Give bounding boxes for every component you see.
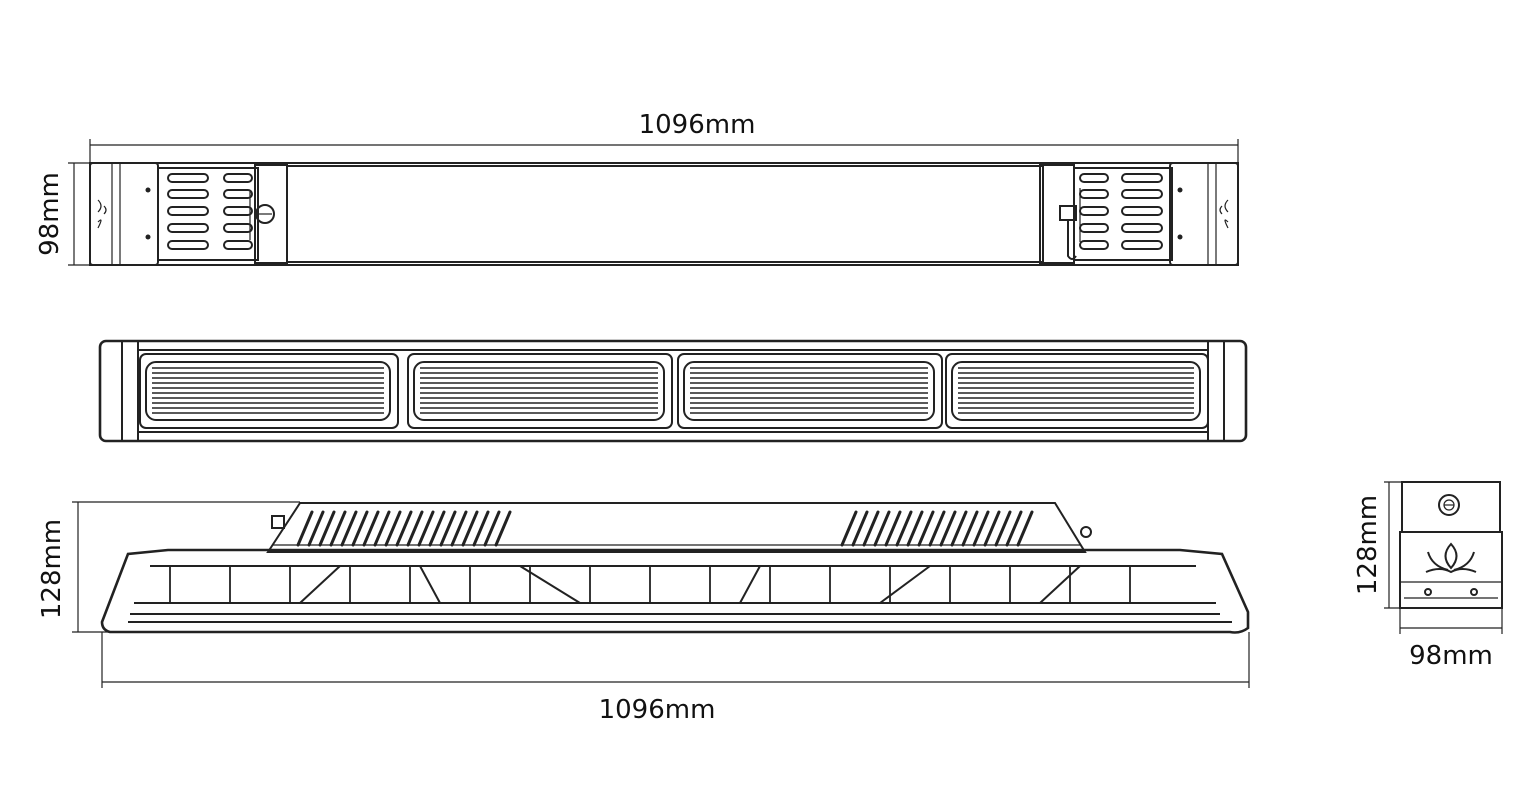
led-module-inner xyxy=(413,361,665,421)
vent-slot xyxy=(1079,206,1109,216)
vent-slot xyxy=(928,510,946,547)
vent-slot xyxy=(223,206,253,216)
vent-slot xyxy=(950,510,968,547)
vent-slot xyxy=(167,240,209,250)
led-module-inner xyxy=(951,361,1201,421)
vent-slot xyxy=(972,510,990,547)
vent-slot xyxy=(939,510,957,547)
left-vent-slots xyxy=(167,173,253,250)
vent-slot xyxy=(851,510,869,547)
vent-slot xyxy=(873,510,891,547)
vent-slot xyxy=(906,510,924,547)
vent-slot xyxy=(223,173,253,183)
side-view: 128mm 1096mm xyxy=(37,501,1250,725)
vent-slot xyxy=(340,510,358,547)
vent-slot xyxy=(167,173,209,183)
fin-diagonal xyxy=(1039,565,1081,604)
vent-slot xyxy=(167,189,209,199)
top-height-label: 98mm xyxy=(35,172,65,256)
end-view: 128mm 98mm xyxy=(1353,481,1503,671)
vent-slot xyxy=(1016,510,1034,547)
side-height-dimension: 128mm xyxy=(37,501,300,633)
vent-slot xyxy=(884,510,902,547)
end-height-label: 128mm xyxy=(1353,495,1383,595)
right-vent-slots xyxy=(1079,173,1163,250)
vent-slot xyxy=(483,510,501,547)
vent-slot xyxy=(895,510,913,547)
vent-slot xyxy=(362,510,380,547)
vent-slot xyxy=(329,510,347,547)
vent-slot xyxy=(840,510,858,547)
top-height-dimension: 98mm xyxy=(35,162,92,266)
led-module-inner xyxy=(145,361,391,421)
vent-slot xyxy=(450,510,468,547)
left-leaf-logo-icon xyxy=(97,199,107,229)
side-right-vent-slots xyxy=(840,510,1034,547)
led-module xyxy=(945,353,1209,429)
vent-slot xyxy=(223,240,253,250)
vent-slot xyxy=(1079,223,1109,233)
front-view xyxy=(98,339,1248,443)
vent-slot xyxy=(167,206,209,216)
top-width-label: 1096mm xyxy=(639,110,756,140)
vent-slot xyxy=(1121,189,1163,199)
vent-slot xyxy=(1121,173,1163,183)
top-width-dimension: 1096mm xyxy=(89,110,1239,165)
vent-slot xyxy=(862,510,880,547)
right-leaf-logo-icon xyxy=(1219,199,1229,229)
end-height-dimension: 128mm xyxy=(1353,481,1404,609)
vent-slot xyxy=(994,510,1012,547)
fin-diagonal xyxy=(299,565,341,604)
vent-slot xyxy=(917,510,935,547)
vent-slot xyxy=(318,510,336,547)
end-width-label: 98mm xyxy=(1409,641,1493,671)
led-module xyxy=(407,353,673,429)
vent-slot xyxy=(1121,206,1163,216)
fin-diagonal xyxy=(739,565,761,604)
top-view: 1096mm 98mm xyxy=(35,110,1239,266)
vent-slot xyxy=(494,510,512,547)
led-module-inner xyxy=(683,361,935,421)
vent-slot xyxy=(307,510,325,547)
vent-slot xyxy=(1079,189,1109,199)
vent-slot xyxy=(167,223,209,233)
led-module xyxy=(139,353,399,429)
side-width-dimension: 1096mm xyxy=(101,632,1250,725)
vent-slot xyxy=(223,223,253,233)
vent-slot xyxy=(406,510,424,547)
vent-slot xyxy=(1079,240,1109,250)
vent-slot xyxy=(439,510,457,547)
front-led-modules xyxy=(139,353,1209,429)
vent-slot xyxy=(961,510,979,547)
vent-slot xyxy=(983,510,1001,547)
fin-diagonal xyxy=(519,565,581,604)
vent-slot xyxy=(296,510,314,547)
vent-slot xyxy=(417,510,435,547)
fin-diagonal xyxy=(419,565,441,604)
vent-slot xyxy=(384,510,402,547)
side-left-vent-slots xyxy=(296,510,512,547)
vent-slot xyxy=(351,510,369,547)
vent-slot xyxy=(428,510,446,547)
vent-slot xyxy=(395,510,413,547)
vent-slot xyxy=(461,510,479,547)
vent-slot xyxy=(373,510,391,547)
vent-slot xyxy=(223,189,253,199)
side-width-label: 1096mm xyxy=(599,695,716,725)
vent-slot xyxy=(1121,223,1163,233)
fin-diagonal xyxy=(879,565,931,604)
side-height-label: 128mm xyxy=(37,519,67,619)
led-module xyxy=(677,353,943,429)
end-width-dimension: 98mm xyxy=(1399,608,1503,671)
side-fin-grid xyxy=(169,565,1131,604)
vent-slot xyxy=(472,510,490,547)
vent-slot xyxy=(1079,173,1109,183)
end-leaf-logo-icon xyxy=(1425,542,1477,574)
vent-slot xyxy=(1121,240,1163,250)
vent-slot xyxy=(1005,510,1023,547)
